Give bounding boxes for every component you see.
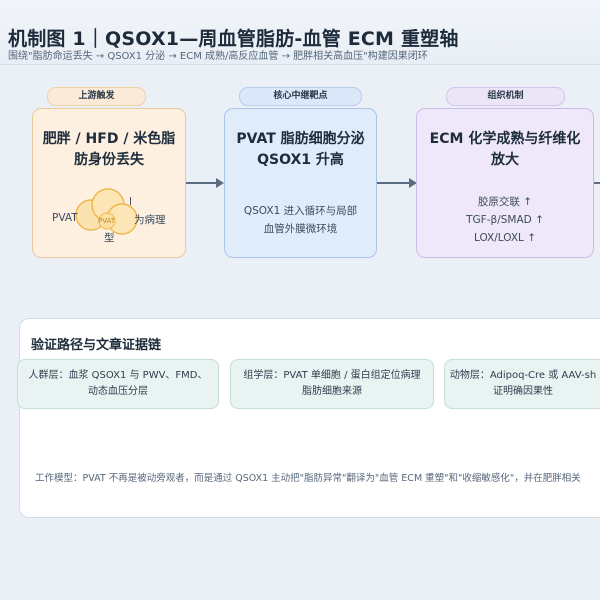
stage-title-line: 肪身份丢失 <box>74 152 144 168</box>
adipocyte-cluster-diagram <box>75 188 138 235</box>
page-title: 机制图 1｜QSOX1—周血管脂肪-血管 ECM 重塑轴 <box>8 28 459 50</box>
evidence-line: 动态血压分层 <box>88 386 148 397</box>
evidence-card-animal: 动物层：Adipoq-Cre 或 AAV-sh 证明确因果性 <box>444 359 600 409</box>
stage-title-line: 肥胖 / HFD / 米色脂 <box>42 131 176 147</box>
diagram-label-right-b: 为病理 <box>134 214 166 226</box>
evidence-line: 动物层：Adipoq-Cre 或 AAV-sh <box>449 370 597 381</box>
stage-card-tissue: ECM 化学成熟与纤维化 放大 胶原交联 ↑ TGF-β/SMAD ↑ LOX/… <box>416 108 594 258</box>
evidence-line: 组学层：PVAT 单细胞 / 蛋白组定位病理 <box>243 370 421 381</box>
header-bar: 机制图 1｜QSOX1—周血管脂肪-血管 ECM 重塑轴 围绕"脂肪命运丢失 →… <box>0 0 600 65</box>
evidence-panel: 验证路径与文章证据链 人群层：血浆 QSOX1 与 PWV、FMD、 动态血压分… <box>17 318 600 518</box>
stage-card-core: PVAT 脂肪细胞分泌 QSOX1 升高 QSOX1 进入循环与局部 血管外膜微… <box>224 108 377 258</box>
flow-arrow <box>594 182 600 184</box>
stage-body-line: TGF-β/SMAD ↑ <box>466 214 544 226</box>
stage-tag-upstream: 上游触发 <box>47 87 146 106</box>
flow-arrow <box>186 178 224 188</box>
evidence-card-population: 人群层：血浆 QSOX1 与 PWV、FMD、 动态血压分层 <box>17 359 219 409</box>
evidence-title: 验证路径与文章证据链 <box>31 338 162 353</box>
stage-title-line: QSOX1 升高 <box>257 152 344 168</box>
stage-title-line: ECM 化学成熟与纤维化 <box>429 131 581 147</box>
page-subtitle: 围绕"脂肪命运丢失 → QSOX1 分泌 → ECM 成熟/高反应血管 → 肥胖… <box>8 51 428 62</box>
stage-title-line: PVAT 脂肪细胞分泌 <box>236 131 365 147</box>
evidence-line: 证明确因果性 <box>493 386 553 397</box>
diagram-label-center: PVAT <box>98 217 116 225</box>
stage-card-upstream: 肥胖 / HFD / 米色脂 肪身份丢失 PVAT PVAT l 为病理 型 <box>32 108 186 258</box>
stage-body-line: 血管外膜微环境 <box>263 223 338 235</box>
working-model-note: 工作模型：PVAT 不再是被动旁观者，而是通过 QSOX1 主动把"脂肪异常"翻… <box>35 473 581 484</box>
stage-body-line: QSOX1 进入循环与局部 <box>243 205 358 217</box>
stage-title-line: 放大 <box>491 152 519 168</box>
diagram-label-left: PVAT <box>52 212 78 224</box>
stage-tag-core: 核心中继靶点 <box>239 87 362 106</box>
evidence-line: 脂肪细胞来源 <box>302 386 362 397</box>
stage-body-line: 胶原交联 ↑ <box>477 196 533 208</box>
stage-body-line: LOX/LOXL ↑ <box>473 232 537 244</box>
adipocyte-circle <box>98 212 116 230</box>
stage-tag-tissue: 组织机制 <box>446 87 565 106</box>
evidence-card-omics: 组学层：PVAT 单细胞 / 蛋白组定位病理 脂肪细胞来源 <box>230 359 434 409</box>
flow-arrow <box>377 178 417 188</box>
diagram-label-right-a: l <box>129 196 132 208</box>
diagram-label-bottom: 型 <box>104 232 115 244</box>
evidence-line: 人群层：血浆 QSOX1 与 PWV、FMD、 <box>28 370 208 381</box>
